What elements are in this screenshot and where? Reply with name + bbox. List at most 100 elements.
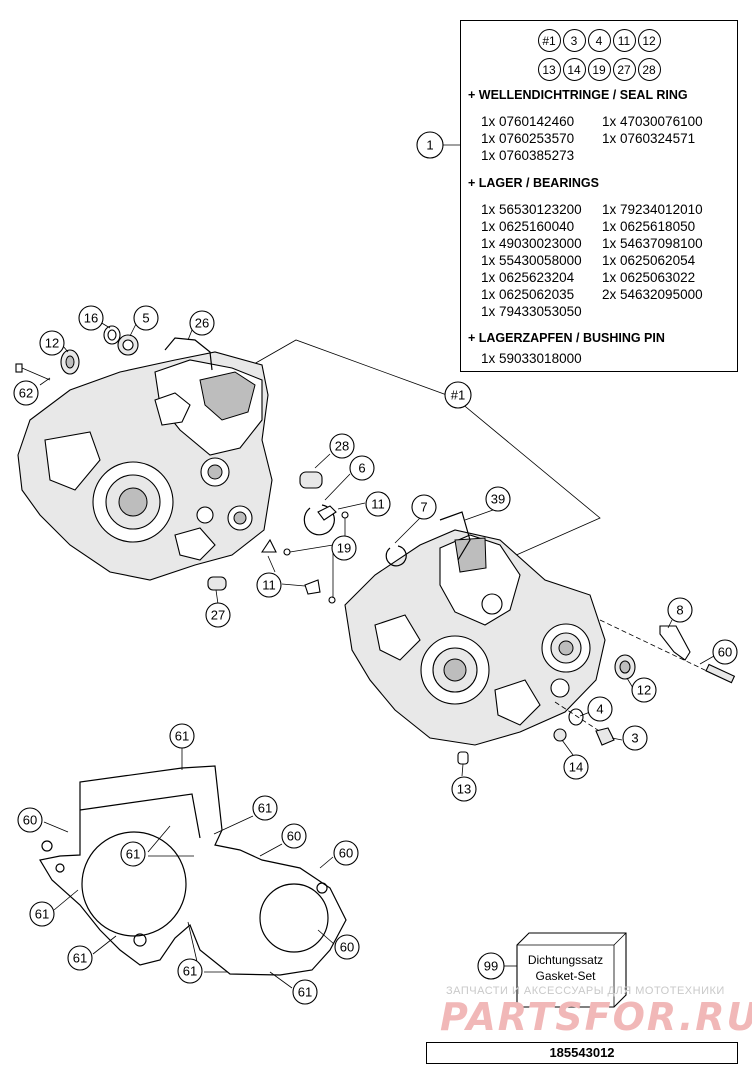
part-number: 1x 0625062035 xyxy=(481,287,575,302)
oil-guide-plate-11 xyxy=(260,505,337,595)
callout-39[interactable]: 39 xyxy=(485,486,511,512)
gasket-kit-box-icon xyxy=(516,932,627,1008)
svg-text:61: 61 xyxy=(298,985,312,1000)
svg-text:3: 3 xyxy=(631,731,638,746)
bolt-60 xyxy=(599,619,736,684)
callout-28[interactable]: 28 xyxy=(329,433,355,459)
kit-label-english: Gasket-Set xyxy=(535,969,596,983)
ref-bubble[interactable]: #1 xyxy=(537,29,561,52)
callout-26[interactable]: 26 xyxy=(189,310,215,336)
svg-text:61: 61 xyxy=(175,729,189,744)
part-number: 1x 0625623204 xyxy=(481,270,575,285)
left-engine-case-half xyxy=(17,351,273,581)
svg-text:11: 11 xyxy=(262,578,276,593)
drawing-number: 185543012 xyxy=(426,1042,738,1064)
leader-lines xyxy=(39,144,715,989)
part-number: 1x 0760324571 xyxy=(602,131,696,146)
callout-7[interactable]: 7 xyxy=(411,494,437,520)
callout-60-gasket-lower-right[interactable]: 60 xyxy=(334,934,360,960)
bearings-part-list: 1x 56530123200 1x 79234012010 1x 0625160… xyxy=(481,202,737,320)
callout-1[interactable]: 1 xyxy=(416,131,444,159)
watermark-logo: PARTSFOR.RU xyxy=(440,995,752,1039)
callout-61-gasket-center[interactable]: 61 xyxy=(120,841,146,867)
pin-13 xyxy=(457,751,469,765)
bushing-pin-part-list: 1x 59033018000 xyxy=(481,351,737,367)
callout-11-lower[interactable]: 11 xyxy=(256,572,282,598)
ref-bubble[interactable]: 19 xyxy=(587,58,611,81)
callout-99[interactable]: 99 xyxy=(477,952,505,980)
callout-14[interactable]: 14 xyxy=(563,754,589,780)
svg-text:61: 61 xyxy=(126,847,140,862)
callout-60-right[interactable]: 60 xyxy=(712,639,738,665)
plug-3 xyxy=(554,701,615,746)
callout-12-right[interactable]: 12 xyxy=(631,677,657,703)
callout-60-gasket-left[interactable]: 60 xyxy=(17,807,43,833)
callout-61-top[interactable]: 61 xyxy=(169,723,195,749)
callout-13[interactable]: 13 xyxy=(451,776,477,802)
svg-text:60: 60 xyxy=(23,813,37,828)
ref-bubble[interactable]: 14 xyxy=(562,58,586,81)
svg-text:13: 13 xyxy=(457,782,471,797)
stud-bolt-62 xyxy=(15,363,51,381)
watermark-subtitle: ЗАПЧАСТИ И АКСЕССУАРЫ ДЛЯ МОТОТЕХНИКИ xyxy=(446,985,725,997)
svg-text:61: 61 xyxy=(35,907,49,922)
ref-bubble[interactable]: 13 xyxy=(537,58,561,81)
svg-text:60: 60 xyxy=(340,940,354,955)
seal-4 xyxy=(568,708,584,726)
svg-text:60: 60 xyxy=(718,645,732,660)
part-number: 1x 0625062054 xyxy=(602,253,696,268)
right-engine-case-half xyxy=(344,529,606,746)
callout-27[interactable]: 27 xyxy=(205,602,231,628)
gasket-kit-label[interactable]: Dichtungssatz Gasket-Set xyxy=(517,933,614,1007)
svg-text:26: 26 xyxy=(195,316,209,331)
pin-27 xyxy=(207,576,227,591)
callout-61-gasket-left[interactable]: 61 xyxy=(29,901,55,927)
svg-text:12: 12 xyxy=(637,683,651,698)
callout-19[interactable]: 19 xyxy=(331,535,357,561)
ref-bubble[interactable]: 3 xyxy=(562,29,586,52)
svg-text:4: 4 xyxy=(596,702,603,717)
kit-label-german: Dichtungssatz xyxy=(527,953,604,967)
callout-60-gasket-mid[interactable]: 60 xyxy=(281,823,307,849)
callout-8[interactable]: 8 xyxy=(667,597,693,623)
callout-6[interactable]: 6 xyxy=(349,455,375,481)
svg-text:#1: #1 xyxy=(451,388,465,403)
svg-text:62: 62 xyxy=(19,386,33,401)
part-number: 1x 49030023000 xyxy=(481,236,582,251)
part-number: 1x 0760385273 xyxy=(481,148,575,163)
bearings-heading: + LAGER / BEARINGS xyxy=(468,176,599,190)
svg-text:61: 61 xyxy=(73,951,87,966)
part-number: 1x 56530123200 xyxy=(481,202,582,217)
callout-11-upper[interactable]: 11 xyxy=(365,491,391,517)
callout-3[interactable]: 3 xyxy=(622,725,648,751)
callout-12-left[interactable]: 12 xyxy=(39,330,65,356)
part-number: 1x 54637098100 xyxy=(602,236,703,251)
ref-bubble[interactable]: 12 xyxy=(637,29,661,52)
callout-62[interactable]: 62 xyxy=(13,380,39,406)
ref-bubble[interactable]: 28 xyxy=(637,58,661,81)
gasket-set-drawing xyxy=(39,765,347,976)
part-number: 1x 79234012010 xyxy=(602,202,703,217)
svg-text:60: 60 xyxy=(339,846,353,861)
callout-61-gasket-lower-left[interactable]: 61 xyxy=(67,945,93,971)
ref-bubble[interactable]: 27 xyxy=(612,58,636,81)
ref-bubble[interactable]: 11 xyxy=(612,29,636,52)
callout-5[interactable]: 5 xyxy=(133,305,159,331)
callout-61-gasket-bottom[interactable]: 61 xyxy=(177,958,203,984)
svg-text:39: 39 xyxy=(491,492,505,507)
callout-h1[interactable]: #1 xyxy=(444,381,472,409)
svg-text:28: 28 xyxy=(335,439,349,454)
part-number: 1x 0625063022 xyxy=(602,270,696,285)
ring-16 xyxy=(103,325,121,345)
gasket-26-small xyxy=(164,337,213,371)
callout-4[interactable]: 4 xyxy=(587,696,613,722)
callout-61-gasket-bottom-right[interactable]: 61 xyxy=(292,979,318,1005)
callout-16[interactable]: 16 xyxy=(78,305,104,331)
callout-60-gasket-right[interactable]: 60 xyxy=(333,840,359,866)
ref-bubble[interactable]: 4 xyxy=(587,29,611,52)
reference-row-2: 13 14 19 27 28 xyxy=(461,58,737,81)
reference-row-1: #1 3 4 11 12 xyxy=(461,29,737,52)
callout-61-gasket-upper-right[interactable]: 61 xyxy=(252,795,278,821)
svg-text:27: 27 xyxy=(211,608,225,623)
